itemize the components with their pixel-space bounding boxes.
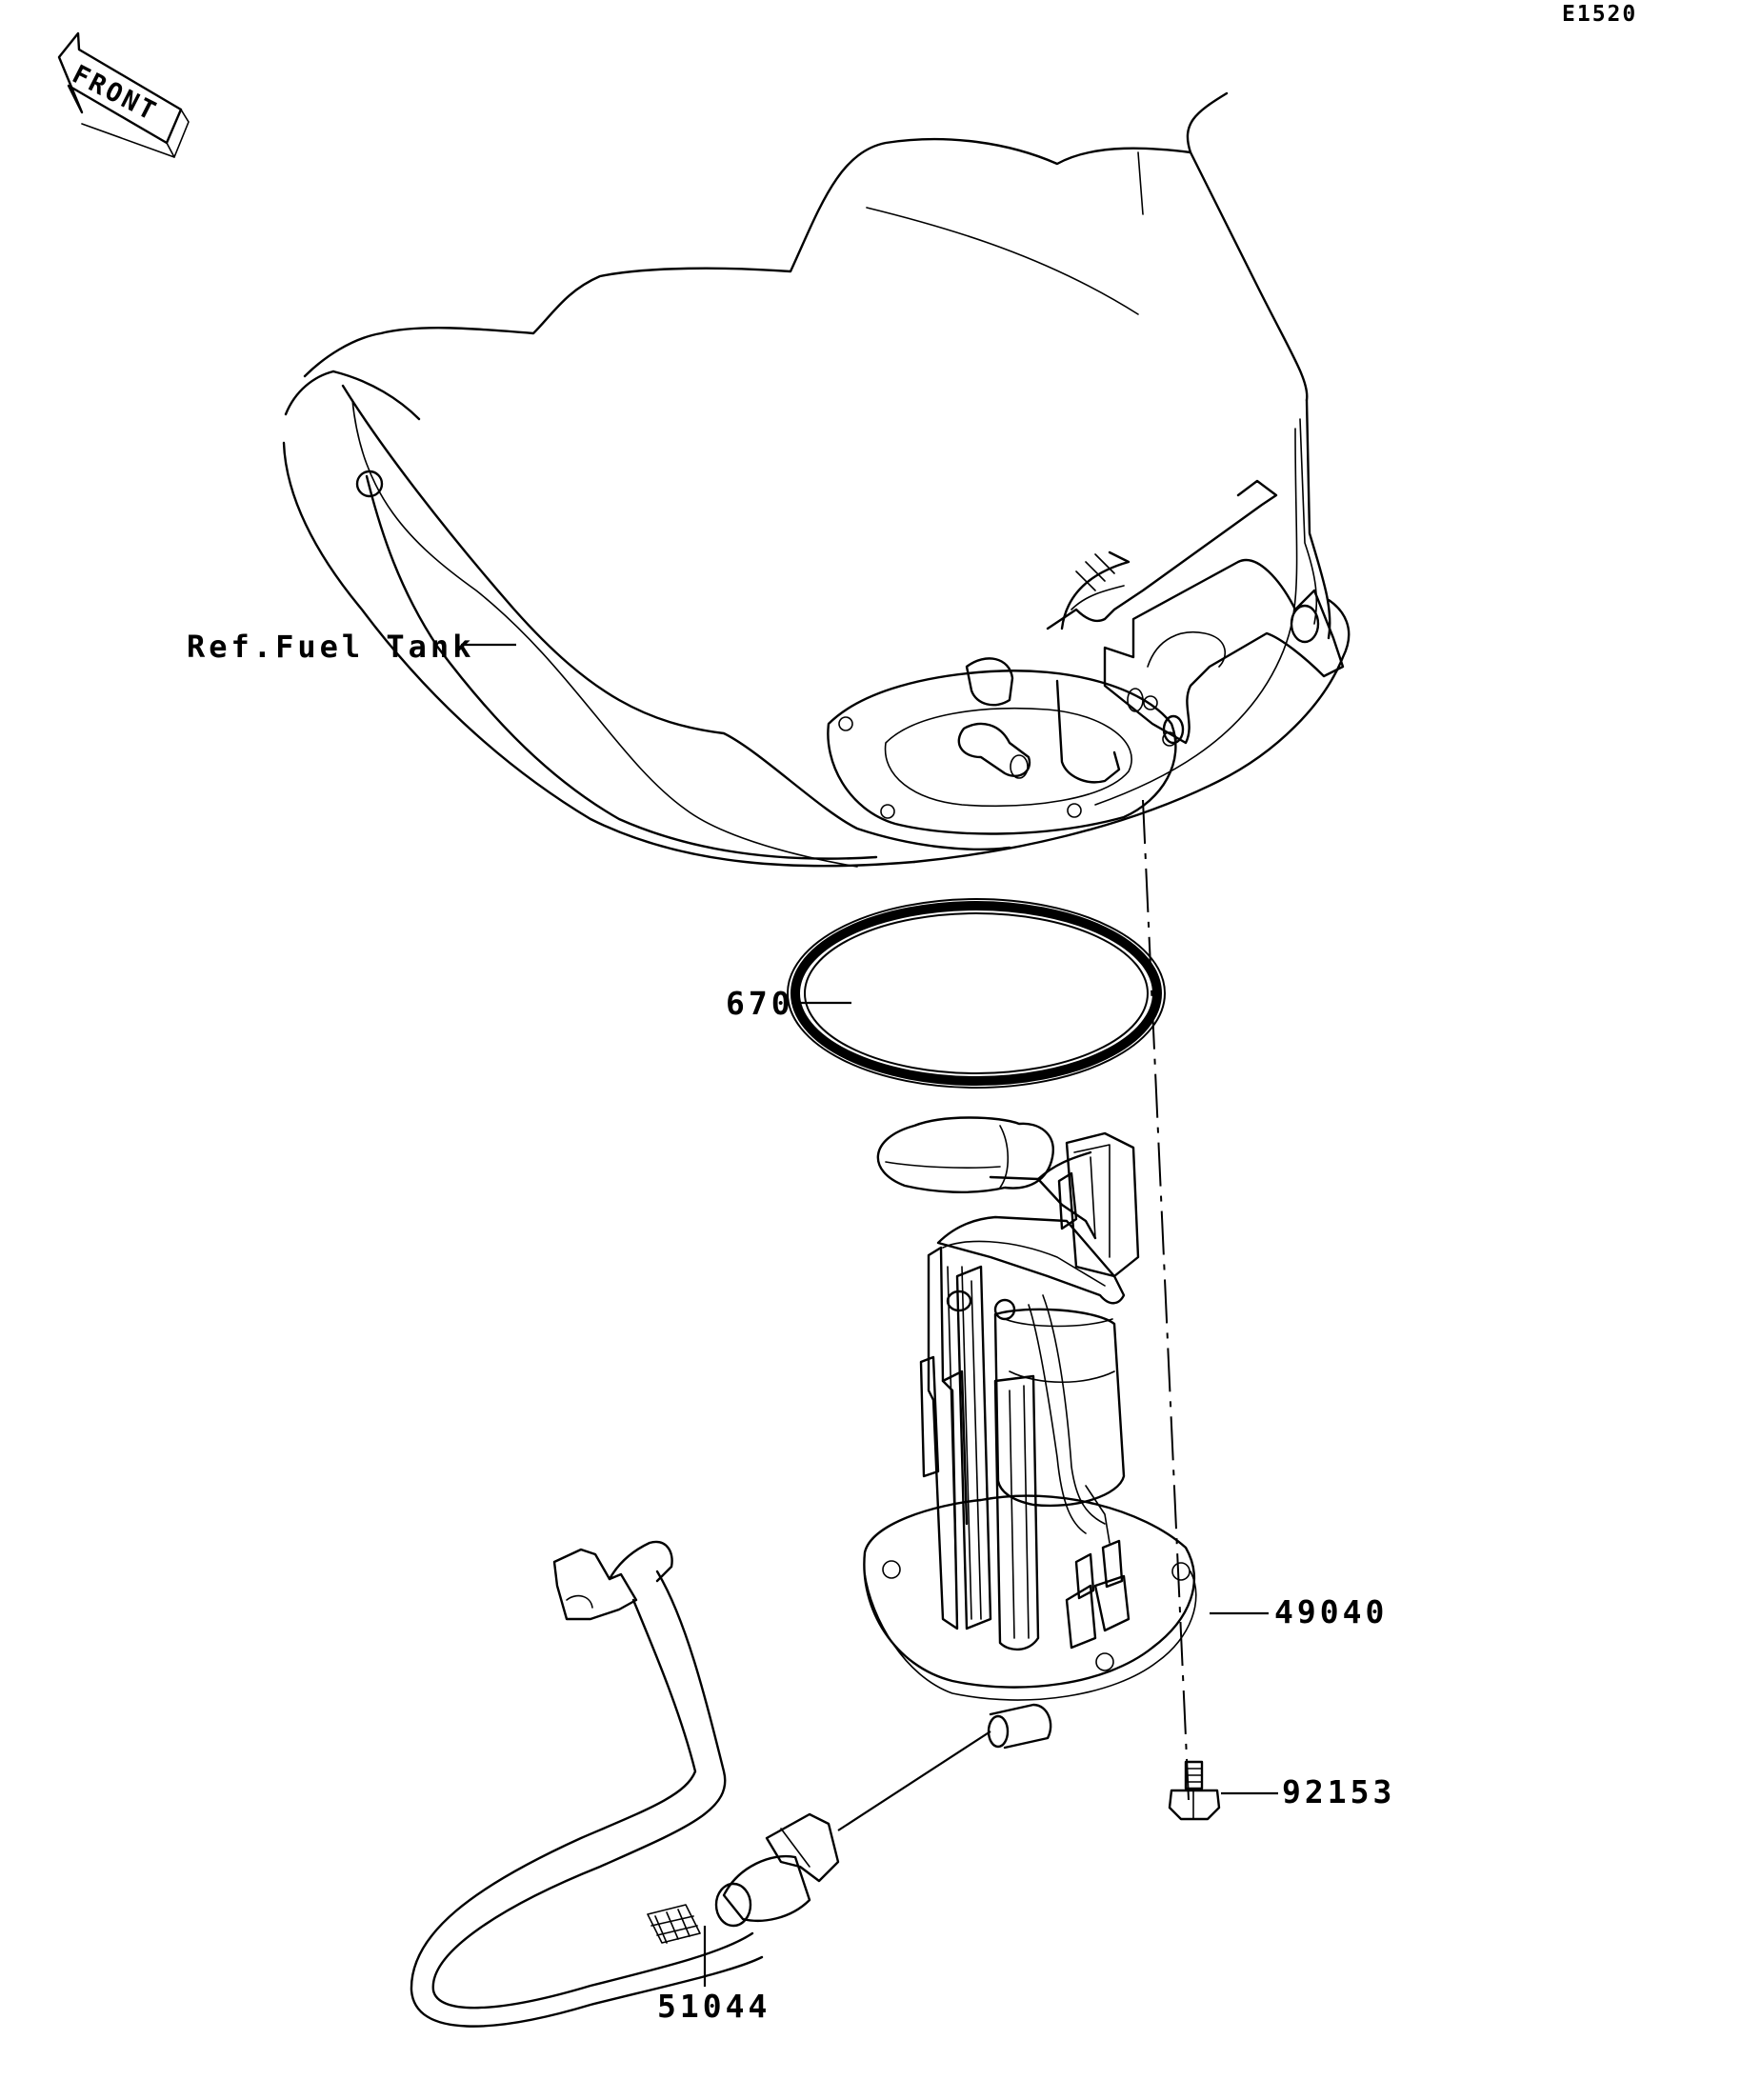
ref-fuel-tank-label: Ref.Fuel Tank bbox=[187, 629, 474, 665]
front-direction-arrow-icon: FRONT bbox=[57, 31, 190, 158]
fuel-tank-outline bbox=[282, 91, 1351, 868]
hose-pump-connection-line bbox=[837, 1730, 991, 1831]
bolt-92153 bbox=[1168, 1760, 1221, 1821]
fuel-hose-51044 bbox=[410, 1540, 840, 2028]
part-number-51044: 51044 bbox=[657, 1988, 770, 2025]
fuel-pump-49040 bbox=[863, 1116, 1197, 1750]
diagram-code: E1520 bbox=[1562, 2, 1637, 27]
part-number-49040: 49040 bbox=[1274, 1593, 1388, 1630]
part-number-670: 670 bbox=[726, 985, 794, 1022]
part-number-92153: 92153 bbox=[1282, 1773, 1395, 1810]
gasket-670 bbox=[787, 898, 1166, 1089]
